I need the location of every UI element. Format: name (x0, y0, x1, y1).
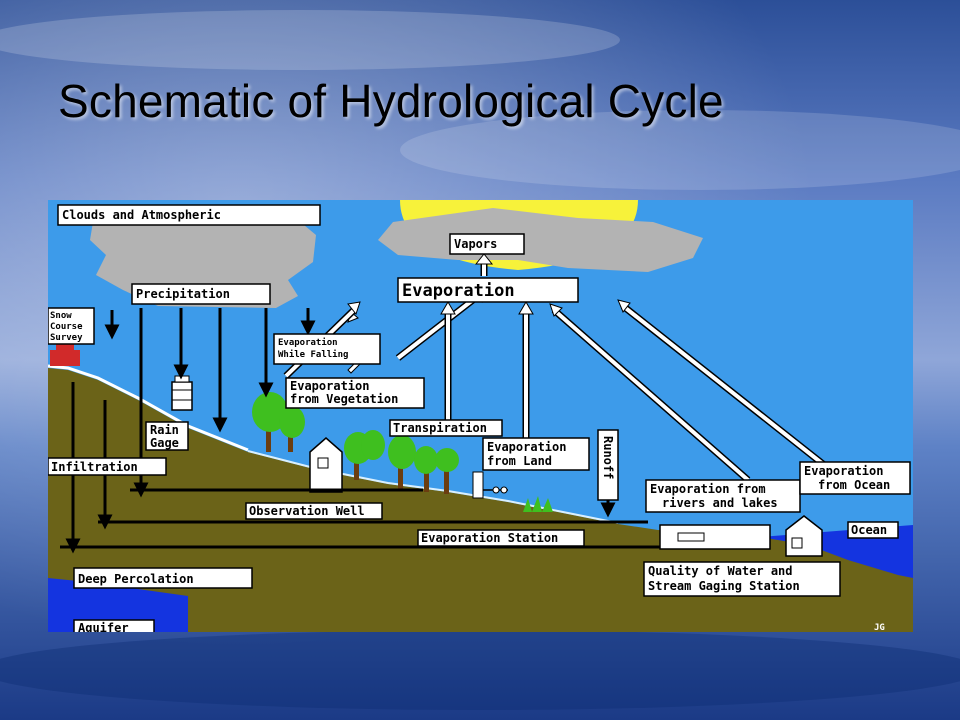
quality-label-2: Stream Gaging Station (648, 579, 800, 593)
hydrological-cycle-diagram: Clouds and Atmospheric Vapors Evaporatio… (48, 200, 913, 632)
transpiration-label-box (389, 419, 503, 437)
evap-rivers-label-2: rivers and lakes (662, 496, 778, 510)
rain-gage-label-2: Gage (150, 436, 179, 450)
rain-gage-label-box (145, 421, 189, 451)
evap-rivers-label-1: Evaporation from (650, 482, 766, 496)
clouds-label-box (57, 204, 321, 226)
quality-label-1: Quality of Water and (648, 564, 793, 578)
evap-vegetation-label-1: Evaporation (290, 379, 369, 393)
observation-well-shed-icon (309, 437, 343, 493)
evaporation-arrows (283, 253, 831, 483)
house-icon (50, 343, 80, 366)
infiltration-label: Infiltration (51, 460, 138, 474)
evaporation-station-label: Evaporation Station (421, 531, 558, 545)
trees (252, 392, 553, 512)
evaporation-station-label-box (417, 529, 585, 547)
evap-rivers-label-box (645, 479, 801, 513)
evap-falling-label-1: Evaporation (278, 337, 338, 348)
stream-gaging-station-icon (659, 515, 823, 557)
evap-ocean-label-1: Evaporation (804, 464, 883, 478)
evap-land-label-2: from Land (487, 454, 552, 468)
evap-land-label-box (482, 437, 590, 471)
cloud-right (378, 208, 703, 272)
aquifer-label: Aquifer (78, 621, 129, 632)
transpiration-label: Transpiration (393, 421, 487, 435)
deep-percolation-label: Deep Percolation (78, 572, 194, 586)
evap-vegetation-label-box (285, 377, 425, 409)
observation-well-label: Observation Well (249, 504, 365, 518)
evaporation-label-box (397, 277, 579, 303)
evap-falling-label-box (273, 333, 381, 365)
evap-land-label-1: Evaporation (487, 440, 566, 454)
precipitation-label-box (131, 283, 271, 305)
ocean-label-box (847, 521, 899, 539)
snow-course-label-2: Course (50, 322, 83, 332)
vapors-label: Vapors (454, 237, 497, 251)
evaporation-label: Evaporation (402, 281, 515, 301)
vapors-label-box (449, 233, 525, 255)
runoff-label: Runoff (601, 436, 615, 479)
ocean-label: Ocean (851, 523, 887, 537)
aquifer-water (48, 578, 188, 632)
observation-well-label-box (245, 502, 383, 520)
snow-course-label-3: Survey (50, 333, 83, 343)
quality-label-box (643, 561, 841, 597)
evap-vegetation-label-2: from Vegetation (290, 392, 398, 406)
slide-title: Schematic of Hydrological Cycle (58, 75, 724, 127)
clouds-label: Clouds and Atmospheric (62, 208, 221, 222)
signature-label: JG (874, 623, 885, 632)
infiltration-label-box (48, 457, 167, 476)
deep-percolation-label-box (73, 567, 253, 589)
groundwater-flow-lines (60, 488, 660, 549)
snow-line (48, 364, 249, 452)
snow-course-label-box (48, 307, 95, 345)
snow-course-label-1: Snow (50, 311, 72, 321)
evap-ocean-label-box (799, 461, 911, 495)
runoff-label-box (597, 429, 619, 501)
precipitation-label: Precipitation (136, 287, 230, 301)
evaporation-pan-icon (472, 471, 508, 499)
rain-gage-icon (171, 375, 193, 411)
evap-falling-label-2: While Falling (278, 349, 348, 360)
rain-gage-label-1: Rain (150, 423, 179, 437)
aquifer-label-box (73, 619, 155, 632)
evap-ocean-label-2: from Ocean (818, 478, 890, 492)
